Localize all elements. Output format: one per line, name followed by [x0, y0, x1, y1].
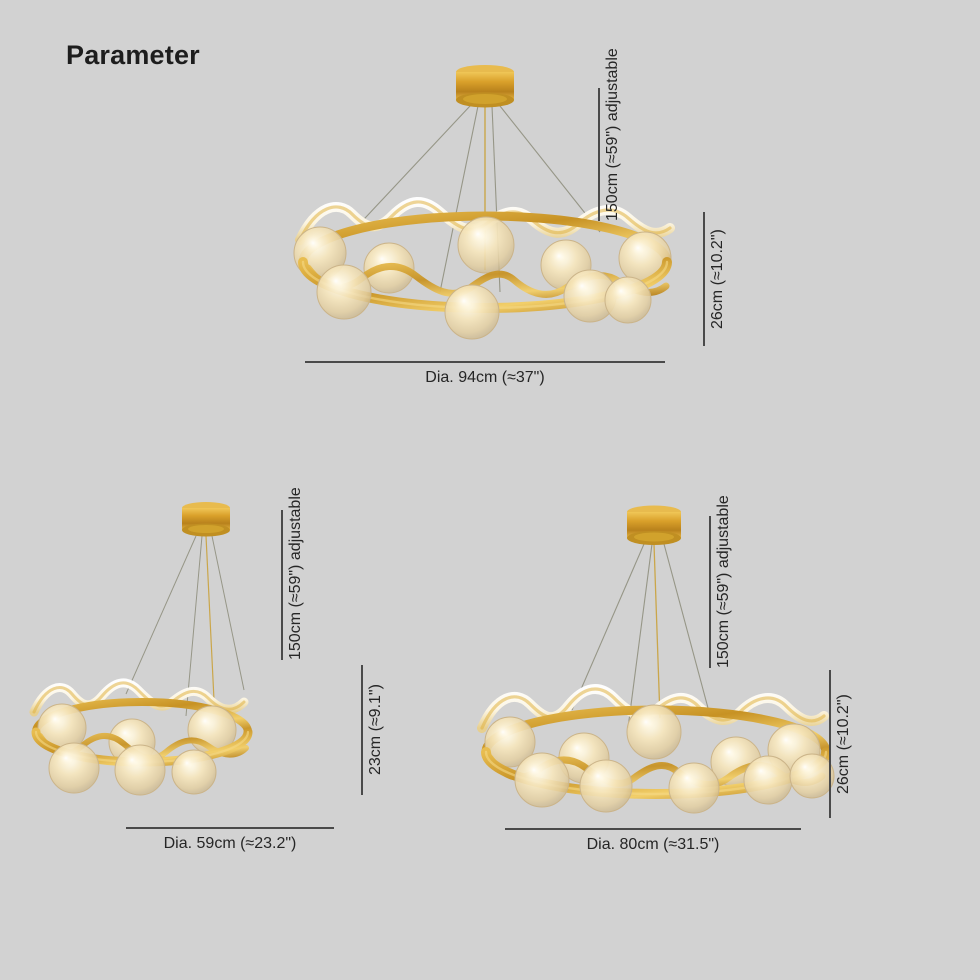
dim-label-diameter-small: Dia. 59cm (≈23.2")	[163, 835, 297, 852]
dim-line-drop-medium	[709, 516, 711, 668]
spec-block-medium: 150cm (≈59") adjustable 26cm (≈10.2") Di…	[460, 480, 980, 880]
dim-label-drop-large: 150cm (≈59") adjustable	[604, 48, 621, 221]
dim-label-height-large: 26cm (≈10.2")	[709, 229, 726, 329]
dim-line-height-small	[361, 665, 363, 795]
dim-line-diameter-large	[305, 361, 665, 363]
dim-line-diameter-small	[126, 827, 334, 829]
ceiling-canopy-small	[182, 502, 230, 537]
dim-line-drop-small	[281, 510, 283, 660]
ceiling-canopy-large	[456, 65, 514, 108]
dim-line-drop-large	[598, 88, 600, 221]
dim-label-drop-medium: 150cm (≈59") adjustable	[715, 495, 732, 668]
globe-cluster-medium-lower	[514, 752, 835, 814]
dim-label-diameter-medium: Dia. 80cm (≈31.5")	[586, 836, 720, 853]
globe-cluster-medium-upper	[484, 704, 821, 788]
page-title: Parameter	[66, 40, 200, 70]
ceiling-canopy-medium	[627, 505, 681, 545]
spec-block-large: 150cm (≈59") adjustable 26cm (≈10.2") Di…	[0, 0, 980, 400]
chandelier-illustration-large	[293, 65, 675, 340]
spec-block-small: 150cm (≈59") adjustable 23cm (≈9.1") Dia…	[0, 480, 480, 880]
dim-label-drop-small: 150cm (≈59") adjustable	[287, 487, 304, 660]
chandelier-illustration-medium	[477, 505, 835, 814]
dim-label-height-medium: 26cm (≈10.2")	[835, 694, 852, 794]
dim-label-diameter-large: Dia. 94cm (≈37")	[425, 369, 545, 386]
globe-cluster-large-lower	[316, 264, 652, 340]
dim-line-height-medium	[829, 670, 831, 818]
dim-label-height-small: 23cm (≈9.1")	[367, 684, 384, 776]
globe-cluster-small-lower	[48, 742, 217, 796]
dim-line-height-large	[703, 212, 705, 346]
dim-line-diameter-medium	[505, 828, 801, 830]
chandelier-illustration-small	[29, 502, 253, 796]
